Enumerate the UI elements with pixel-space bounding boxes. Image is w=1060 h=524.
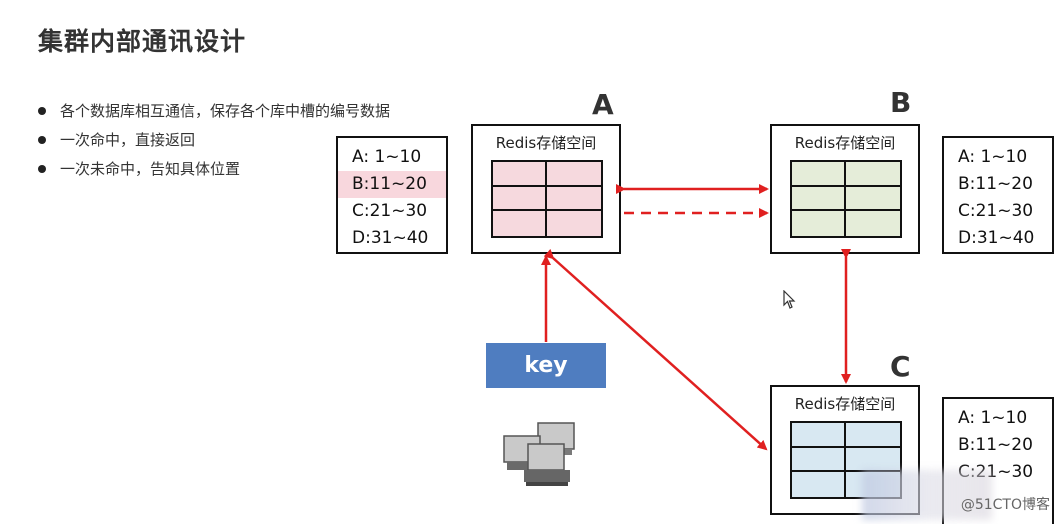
- slot-table-b: A: 1~10 B:11~20 C:21~30 D:31~40: [942, 136, 1054, 254]
- slot-row: D:31~40: [958, 228, 1035, 248]
- grid-cell: [493, 211, 547, 236]
- grid-cell: [493, 162, 547, 187]
- grid-cell: [846, 423, 900, 448]
- cursor-icon: [783, 290, 796, 309]
- slot-row: A: 1~10: [958, 408, 1028, 428]
- node-a-letter: A: [592, 88, 614, 121]
- grid-cell: [792, 472, 846, 497]
- arrow-a-c: [543, 248, 768, 451]
- grid-cell: [792, 186, 846, 212]
- bullet-text: 各个数据库相互通信，保存各个库中槽的编号数据: [60, 102, 391, 120]
- node-b-letter: B: [890, 86, 912, 119]
- watermark: @51CTO博客: [960, 497, 1050, 513]
- grid-cell: [792, 211, 846, 236]
- node-b-slot-grid: [790, 160, 902, 238]
- redis-node-b: Redis存储空间: [770, 124, 920, 254]
- redis-node-a: Redis存储空间: [471, 124, 621, 254]
- redis-node-c: Redis存储空间: [770, 385, 920, 515]
- bullet-dot: [38, 164, 46, 173]
- slot-row-highlighted: B:11~20: [338, 171, 446, 198]
- slot-row: B:11~20: [958, 435, 1033, 455]
- grid-cell: [493, 186, 547, 212]
- slot-table-a: A: 1~10 B:11~20 C:21~30 D:31~40: [336, 136, 448, 254]
- blurred-overlay: [862, 470, 992, 520]
- bullet-list: 各个数据库相互通信，保存各个库中槽的编号数据 一次命中，直接返回 一次未命中，告…: [38, 96, 390, 183]
- bullet-dot: [38, 106, 46, 115]
- node-c-caption: Redis存储空间: [794, 395, 896, 413]
- slot-row: A: 1~10: [352, 147, 422, 167]
- grid-cell: [792, 423, 846, 448]
- bullet-text: 一次命中，直接返回: [60, 131, 196, 149]
- bullet-item: 各个数据库相互通信，保存各个库中槽的编号数据: [38, 96, 390, 125]
- slot-row: C:21~30: [352, 201, 428, 221]
- node-a-slot-grid: [491, 160, 603, 238]
- computers-icon: [503, 422, 575, 486]
- slot-row: D:31~40: [352, 228, 429, 248]
- grid-cell: [846, 187, 900, 212]
- grid-cell: [792, 447, 846, 473]
- slot-row: B:11~20: [958, 174, 1033, 194]
- slot-row: A: 1~10: [958, 147, 1028, 167]
- bullet-dot: [38, 135, 46, 144]
- grid-cell: [792, 162, 846, 187]
- grid-cell: [547, 162, 601, 187]
- node-a-caption: Redis存储空间: [495, 134, 597, 152]
- bullet-item: 一次未命中，告知具体位置: [38, 154, 390, 183]
- page-title: 集群内部通讯设计: [38, 27, 247, 56]
- grid-cell: [547, 187, 601, 212]
- node-b-caption: Redis存储空间: [794, 134, 896, 152]
- bullet-item: 一次命中，直接返回: [38, 125, 390, 154]
- key-box: key: [486, 343, 606, 388]
- grid-cell: [846, 162, 900, 187]
- slot-row: C:21~30: [958, 201, 1034, 221]
- bullet-text: 一次未命中，告知具体位置: [60, 160, 241, 178]
- node-c-letter: C: [890, 350, 911, 383]
